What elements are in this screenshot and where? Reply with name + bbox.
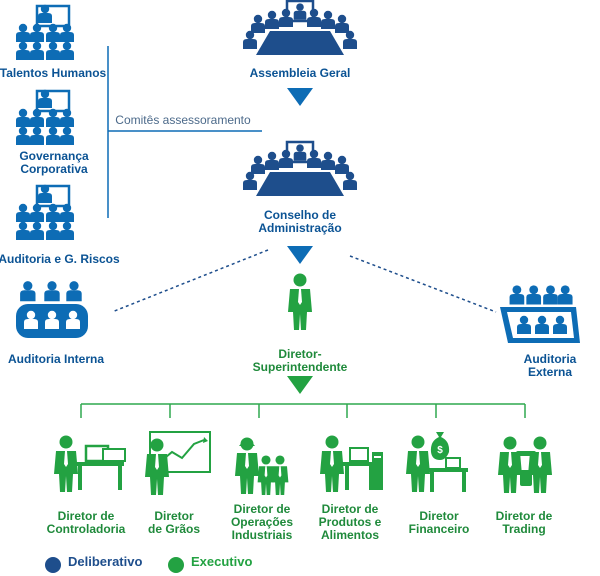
label-diretor-operacoes: Diretor de Operações Industriais <box>230 502 294 542</box>
computer-desk-icon <box>54 435 126 492</box>
legend-executivo: Executivo <box>191 553 252 569</box>
label-diretor-controladoria: Diretor de Controladoria <box>46 509 126 536</box>
label-diretor-superintendente: Diretor- Superintendente <box>252 347 348 374</box>
legend-deliberativo-label: Deliberativo <box>68 553 143 569</box>
auditoria-riscos-icon <box>16 184 74 240</box>
conselho-icon <box>243 140 357 196</box>
svg-text:$: $ <box>437 445 443 456</box>
label-auditoria-interna: Auditoria Interna <box>7 352 105 366</box>
label-auditoria-externa: Auditoria Externa <box>523 352 577 379</box>
label-talentos-humanos: Talentos Humanos <box>0 66 107 80</box>
dashed-line-auditoria-interna <box>111 249 269 313</box>
label-auditoria-riscos: Auditoria e G. Riscos <box>0 252 120 266</box>
auditoria-interna-icon <box>16 281 88 338</box>
legend-executivo-dot <box>168 557 184 573</box>
legend-deliberativo: Deliberativo <box>68 553 142 569</box>
legend-deliberativo-dot <box>45 557 61 573</box>
tower-desk-icon <box>320 435 383 492</box>
governanca-icon <box>16 89 74 145</box>
diretor-superintendente-icon <box>288 273 312 330</box>
label-diretor-financeiro: Diretor Financeiro <box>408 509 470 536</box>
chart-board-icon <box>145 431 211 495</box>
dashed-line-auditoria-externa <box>349 255 497 313</box>
handshake-icon <box>498 436 552 493</box>
label-diretor-trading: Diretor de Trading <box>495 509 553 536</box>
workers-icon <box>235 437 289 495</box>
label-governanca: Governança Corporativa <box>19 149 89 176</box>
assembleia-geral-icon <box>243 0 357 55</box>
label-comites: Comitês assessoramento <box>115 113 251 127</box>
arrow-to-directors <box>287 376 313 394</box>
talentos-humanos-icon <box>16 4 74 60</box>
label-diretor-graos: Diretor de Grãos <box>147 509 201 536</box>
arrow-assembleia-to-conselho <box>287 88 313 106</box>
directors-drop-lines <box>80 404 526 418</box>
label-assembleia-geral: Assembleia Geral <box>249 66 351 80</box>
label-conselho: Conselho de Administração <box>258 208 342 235</box>
legend-executivo-label: Executivo <box>191 553 253 569</box>
auditoria-externa-icon <box>500 285 580 343</box>
money-bag-icon: $ <box>406 432 468 492</box>
label-diretor-produtos: Diretor de Produtos e Alimentos <box>318 502 382 542</box>
arrow-conselho-to-diretor <box>287 246 313 264</box>
